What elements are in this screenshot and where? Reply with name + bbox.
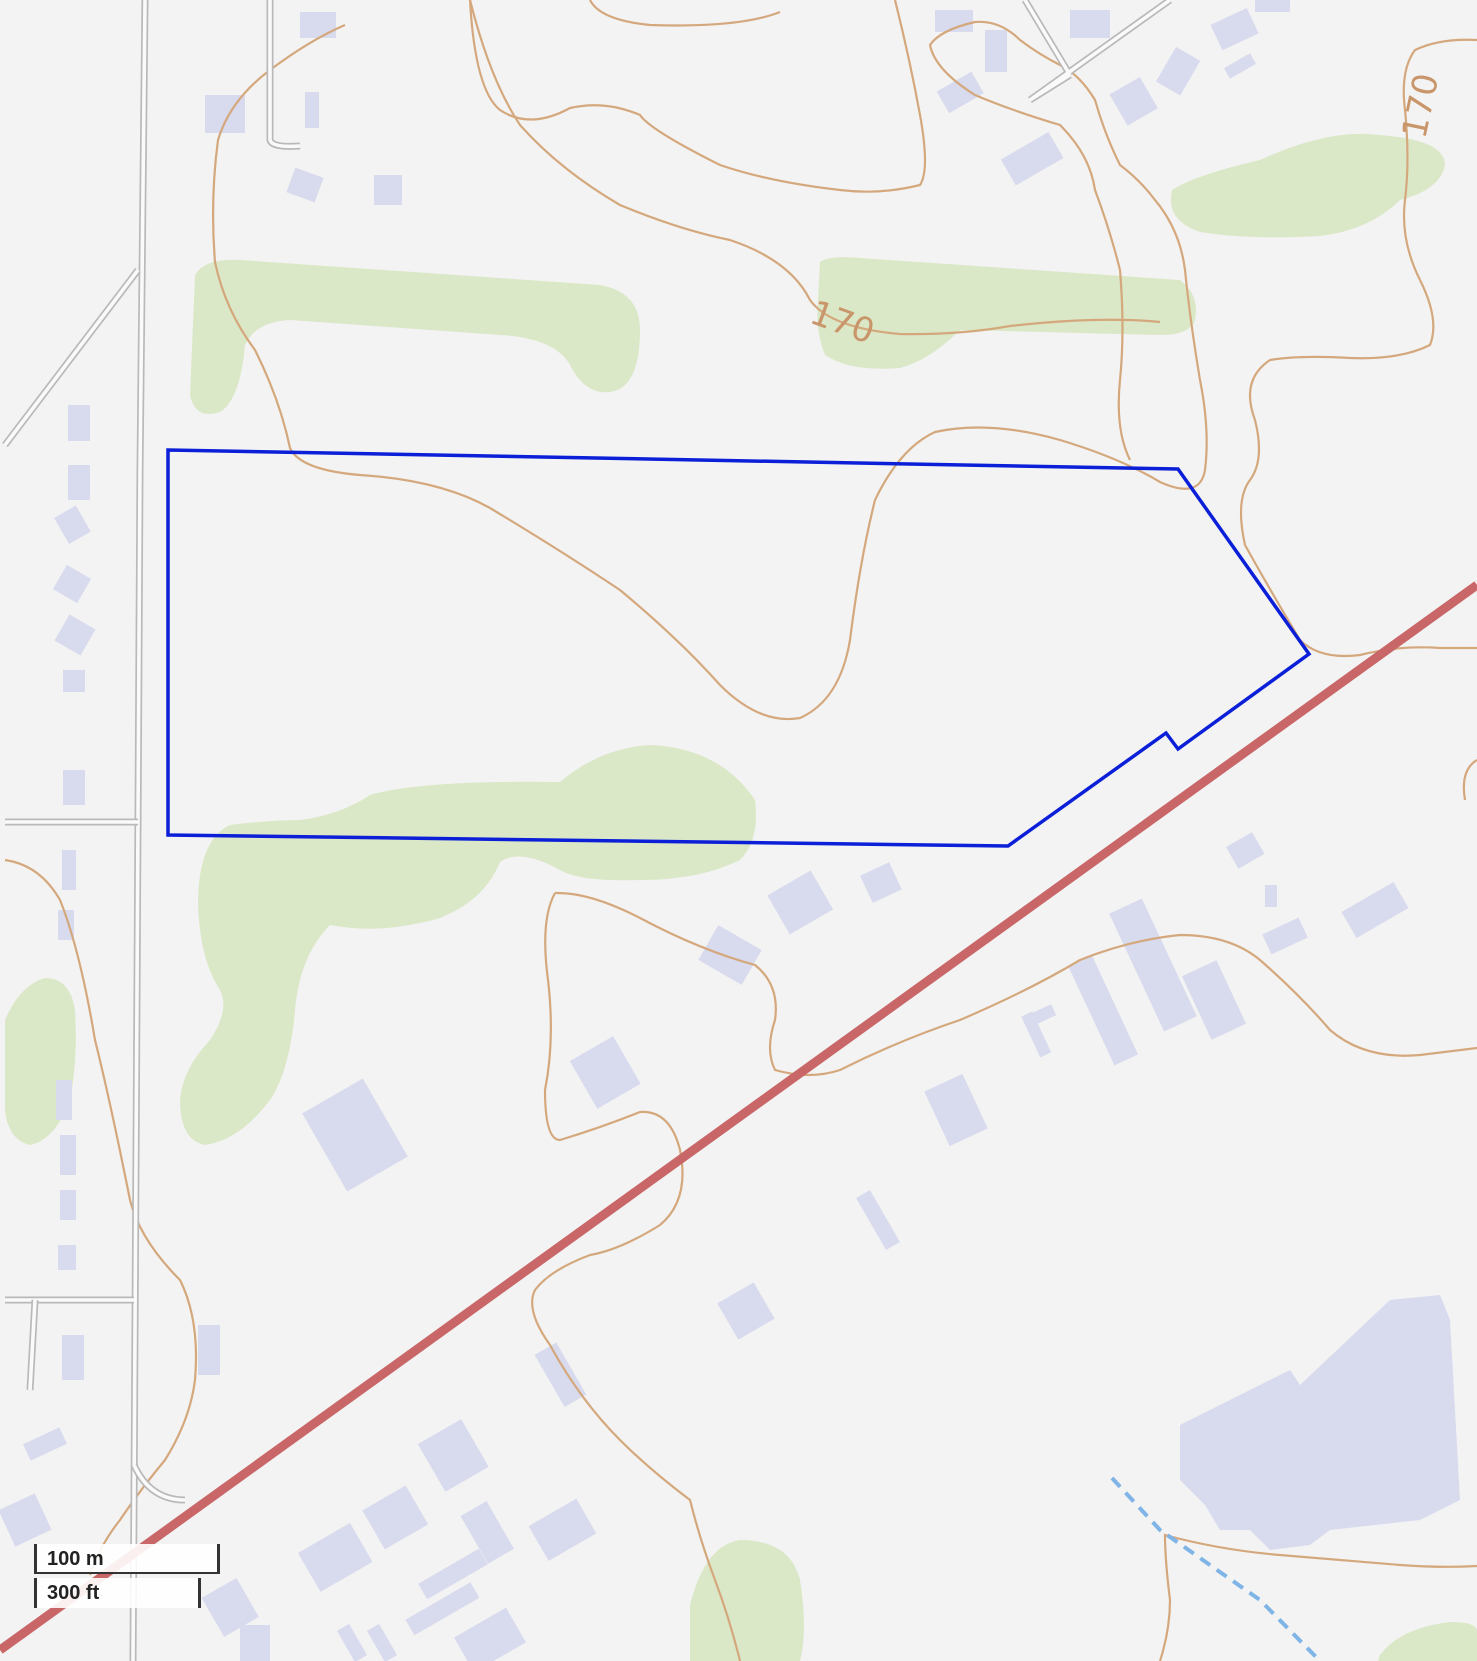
contour-line — [554, 891, 1477, 1077]
scale-imperial-label: 300 ft — [47, 1582, 100, 1604]
contour-layer — [4, 0, 1477, 1661]
building — [336, 1623, 368, 1661]
building — [418, 1548, 488, 1600]
building — [240, 1625, 270, 1661]
building — [767, 870, 834, 935]
building — [985, 30, 1007, 72]
building — [534, 1342, 587, 1407]
building — [23, 1427, 67, 1461]
building — [1109, 898, 1197, 1032]
building — [63, 670, 85, 692]
building — [68, 405, 90, 441]
building — [717, 1282, 775, 1340]
building — [60, 1135, 76, 1175]
building — [1000, 132, 1064, 186]
building — [366, 1623, 398, 1661]
building — [924, 1073, 988, 1147]
woods-area-2 — [817, 257, 1196, 369]
building — [1181, 960, 1247, 1040]
building — [302, 1078, 408, 1192]
contour-line — [928, 20, 1131, 461]
building — [201, 1577, 259, 1637]
building — [1021, 1011, 1052, 1058]
woods-area-3 — [1170, 133, 1445, 238]
contour-line — [4, 858, 198, 1576]
contour-line — [1158, 1533, 1477, 1661]
scale-bar-metric: 100 m — [34, 1544, 220, 1574]
scale-metric-label: 100 m — [47, 1548, 104, 1570]
building — [936, 71, 984, 114]
building — [60, 1190, 76, 1220]
building — [58, 910, 74, 940]
contour-line — [211, 23, 1208, 721]
building — [1226, 832, 1265, 869]
parcel-boundary[interactable] — [166, 448, 1312, 848]
railway-line — [0, 581, 1477, 1654]
building — [569, 1036, 641, 1109]
building — [1262, 917, 1308, 955]
building — [0, 1493, 52, 1547]
building — [54, 505, 91, 544]
contour-line — [468, 0, 1161, 336]
building — [935, 10, 973, 32]
building — [300, 12, 336, 38]
building — [1341, 882, 1409, 938]
building — [62, 850, 76, 890]
contour-line — [468, 0, 927, 193]
contour-line — [1239, 38, 1477, 658]
stream — [1110, 1476, 1322, 1661]
building — [63, 770, 85, 805]
building — [856, 1190, 900, 1250]
building — [698, 925, 762, 985]
woods-area-6 — [690, 1540, 804, 1661]
building — [198, 1325, 220, 1375]
road — [266, 0, 301, 150]
contour-line — [531, 892, 742, 1661]
building — [860, 862, 902, 903]
building — [528, 1498, 597, 1561]
scale-bar-imperial: 300 ft — [34, 1578, 201, 1608]
building — [1255, 0, 1290, 12]
building — [52, 564, 92, 604]
building — [454, 1607, 526, 1661]
building — [405, 1582, 480, 1636]
building — [298, 1522, 373, 1592]
building — [362, 1485, 429, 1550]
woods-area-1 — [190, 259, 640, 414]
building — [58, 1245, 76, 1270]
building — [68, 465, 90, 500]
building — [1156, 46, 1201, 96]
building — [286, 167, 324, 203]
building — [62, 1335, 84, 1380]
building — [417, 1419, 489, 1492]
building — [1210, 7, 1259, 51]
building — [305, 92, 319, 128]
building — [1070, 10, 1110, 38]
contour-line — [1462, 759, 1477, 801]
large-warehouse — [1180, 1295, 1460, 1550]
building — [1109, 77, 1158, 126]
building — [1265, 885, 1277, 907]
building — [460, 1501, 514, 1564]
building — [56, 1080, 72, 1120]
building — [1067, 954, 1139, 1066]
contour-label: 170 — [1395, 70, 1448, 142]
building — [1224, 53, 1256, 79]
building — [374, 175, 402, 205]
building — [54, 614, 96, 656]
woods-area-4 — [180, 745, 756, 1145]
contour-line — [589, 0, 781, 27]
woods-area-7 — [1378, 1622, 1477, 1661]
